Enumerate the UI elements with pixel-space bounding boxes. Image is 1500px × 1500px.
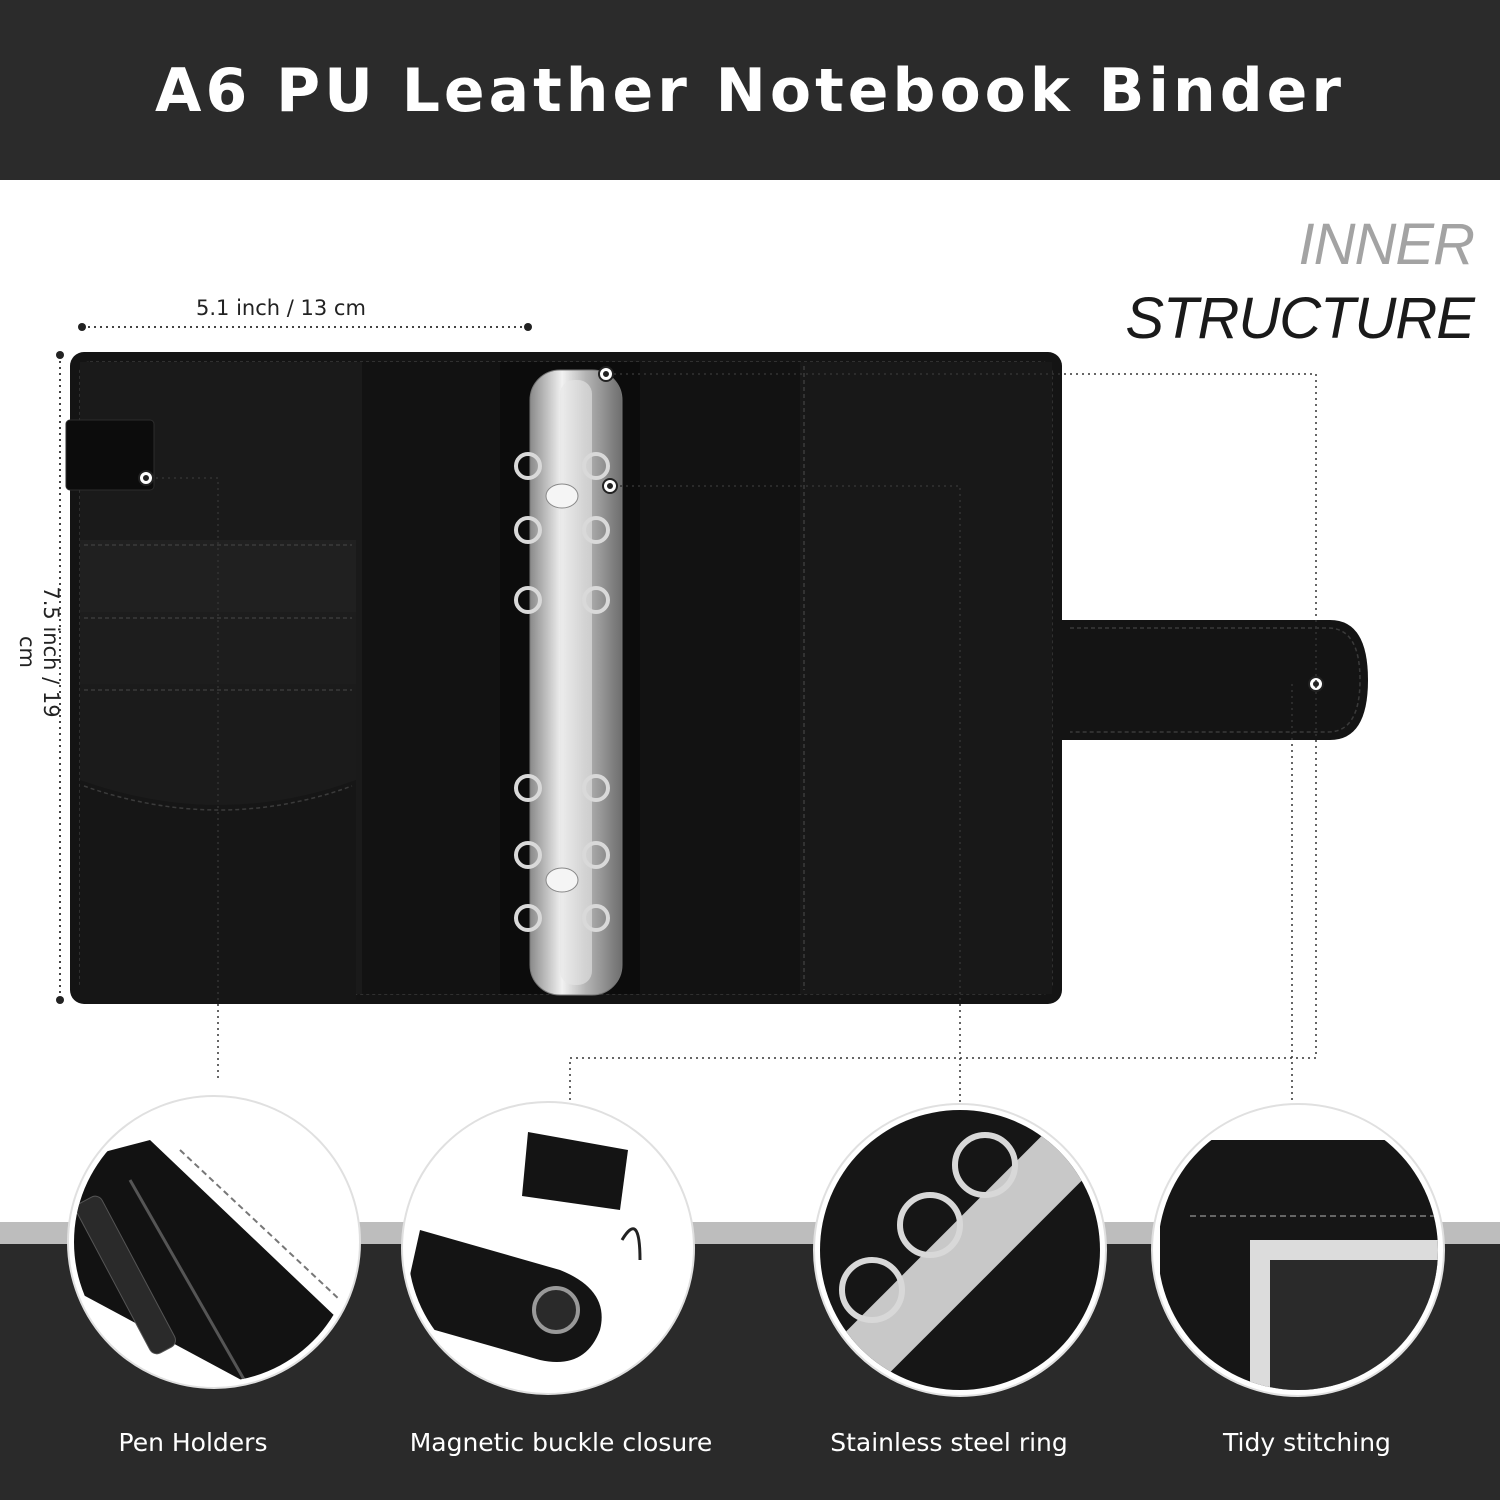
page-title: A6 PU Leather Notebook Binder [155, 56, 1345, 126]
width-dimension-label: 5.1 inch / 13 cm [196, 296, 366, 320]
feature-label-steel-ring: Stainless steel ring [830, 1428, 1068, 1457]
stitching-icon [1151, 1103, 1445, 1397]
section-heading-line1: INNER [1298, 212, 1475, 277]
binder-rings-icon [813, 1103, 1107, 1397]
width-dimension-line [78, 323, 532, 331]
callout-lines [156, 373, 1317, 1110]
gray-strip [0, 1222, 1500, 1244]
pen-holder-icon [67, 1095, 361, 1389]
height-dimension-line [56, 351, 64, 1004]
feature-label-pen-holders: Pen Holders [118, 1428, 268, 1457]
feature-label-stitching: Tidy stitching [1223, 1428, 1391, 1457]
height-dimension-label: 7.5 inch / 19 cm [15, 586, 63, 718]
header-bar: A6 PU Leather Notebook Binder [0, 0, 1500, 180]
binder-body [65, 352, 1368, 1004]
callout-markers [138, 366, 1324, 692]
feature-label-magnetic-closure: Magnetic buckle closure [409, 1428, 713, 1457]
magnet-button-icon [401, 1101, 695, 1395]
section-heading-line2: STRUCTURE [1125, 286, 1475, 351]
section-heading: INNER STRUCTURE [1125, 208, 1475, 356]
